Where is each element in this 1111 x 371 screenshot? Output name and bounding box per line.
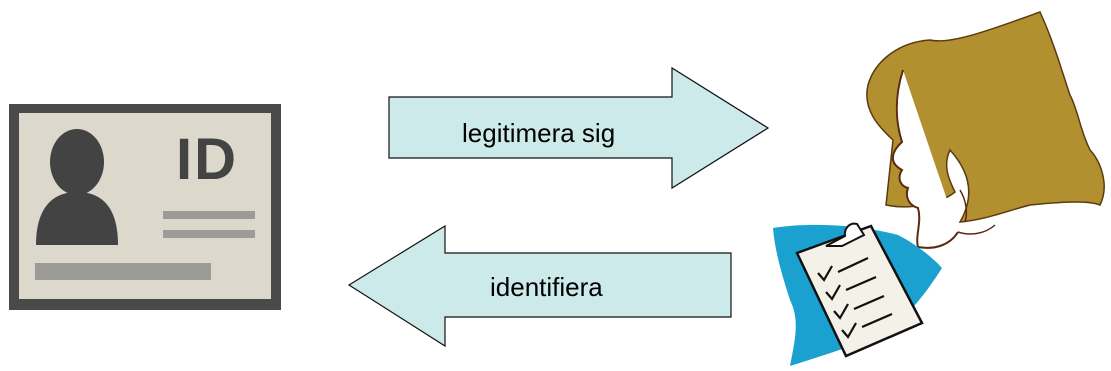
clipboard-checklist-icon <box>773 222 942 366</box>
arrow-right-label: legitimera sig <box>462 118 616 148</box>
id-card-person-head <box>50 129 104 195</box>
id-card-line-2 <box>163 230 255 238</box>
check-line-3 <box>853 294 885 311</box>
face-profile <box>892 69 959 249</box>
arrow-right <box>388 66 770 190</box>
check-3 <box>833 303 849 320</box>
jaw-line <box>959 189 968 223</box>
check-2 <box>825 284 841 301</box>
id-card-bottom-bar <box>35 263 211 280</box>
id-card-icon <box>9 104 281 310</box>
check-line-4 <box>861 312 893 329</box>
check-line-1 <box>837 257 869 273</box>
check-line-2 <box>845 275 877 292</box>
neck-line <box>957 224 996 235</box>
checklist-marks <box>817 257 893 339</box>
check-4 <box>841 322 857 339</box>
arrow-left <box>347 224 732 348</box>
id-card-line-1 <box>163 211 255 219</box>
clipboard-clip <box>825 222 866 247</box>
woman-head-icon <box>866 11 1105 249</box>
id-card-person-body <box>36 192 118 245</box>
id-badge-text: ID <box>176 127 238 192</box>
arrow-left-label: identifiera <box>490 272 603 302</box>
check-1 <box>817 265 833 282</box>
